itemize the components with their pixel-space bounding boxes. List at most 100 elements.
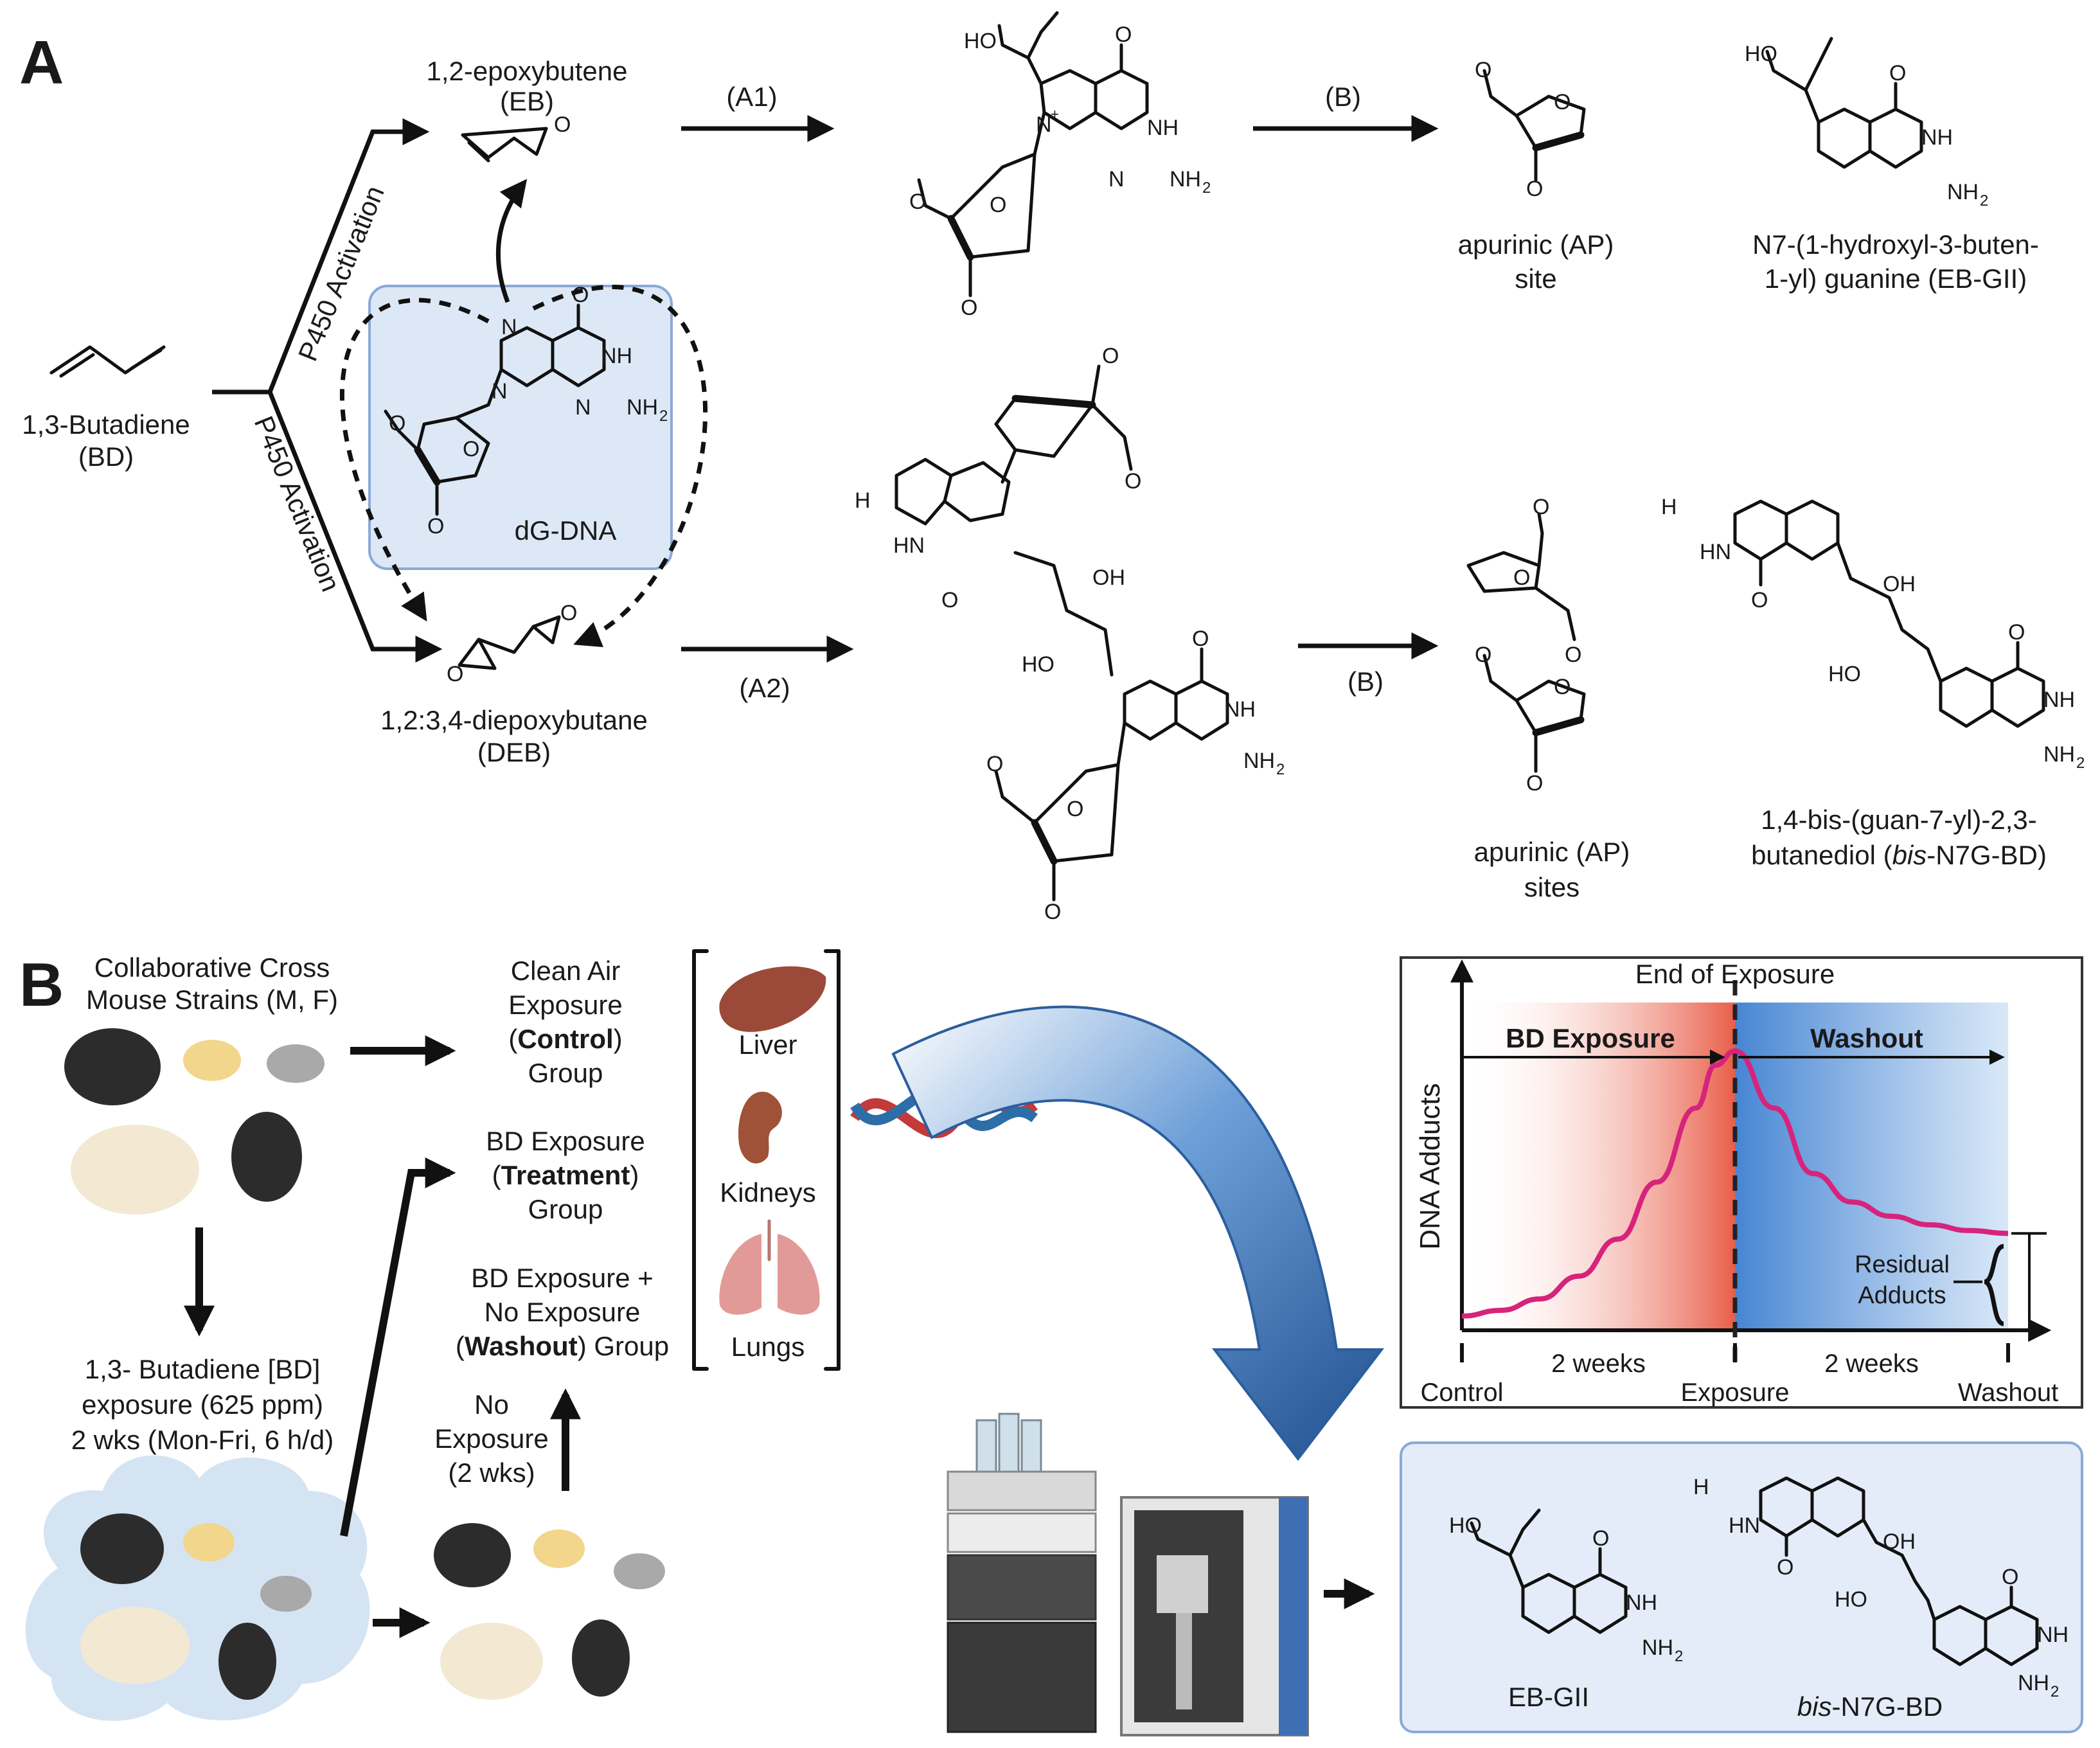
ap-bottom1-o-plus: O — [1513, 566, 1530, 590]
mouse-dark-2 — [231, 1112, 302, 1202]
control-line2: Exposure — [508, 990, 622, 1020]
cl-o-top-5prime: O — [1125, 469, 1141, 494]
dg-dna-box — [368, 285, 673, 570]
prod-bis-nh2: NH — [2018, 1671, 2049, 1695]
bis-nh2: NH — [2043, 742, 2075, 767]
step-b-top: (B) — [1325, 82, 1361, 112]
cl-nh2-bottom: NH — [1243, 749, 1275, 773]
eb-gii-structure — [1765, 37, 1923, 169]
mouse-dark-4 — [218, 1623, 276, 1700]
ap-site-line2: site — [1515, 263, 1556, 294]
treatment-line3: Group — [528, 1194, 603, 1224]
mice-group-washout — [434, 1523, 665, 1700]
deb-oxygen-left: O — [447, 662, 463, 686]
step-a1: (A1) — [726, 82, 777, 112]
cl-bottom-3prime-o: O — [1044, 900, 1061, 924]
residual-brace — [1983, 1244, 2005, 1326]
washout-line2: No Exposure — [485, 1297, 641, 1327]
eb-adduct-intermediate — [917, 11, 1149, 298]
eb-gii-nh: NH — [1921, 125, 1953, 150]
bis-o6-top: O — [1751, 588, 1768, 612]
eb-name: 1,2-epoxybutene — [427, 56, 628, 86]
mouse-tan-3 — [533, 1530, 585, 1568]
deb-name: 1,2:3,4-diepoxybutane — [380, 705, 648, 735]
int1-nh2-sub: 2 — [1202, 179, 1211, 197]
dg-nh: NH — [601, 344, 632, 368]
bis-h2n: H — [1661, 495, 1677, 519]
step-b-bottom: (B) — [1348, 666, 1384, 697]
control-line1: Clean Air — [511, 956, 620, 986]
mouse-grey-2 — [260, 1576, 312, 1612]
residual-label-line2: Adducts — [1858, 1282, 1946, 1309]
int1-sugar-o: O — [990, 193, 1006, 217]
cl-oh-top: OH — [1092, 566, 1125, 590]
dg-to-deb-dashed-right — [532, 285, 707, 647]
lc-ms-instrument — [947, 1413, 1309, 1736]
bis-o6-bottom: O — [2008, 620, 2025, 645]
organ-bracket-left — [692, 949, 709, 1371]
ap-sites-line1: apurinic (AP) — [1474, 837, 1630, 867]
ap-site-line1: apurinic (AP) — [1458, 229, 1614, 260]
mouse-dark-1 — [64, 1028, 161, 1105]
mice-group-cloud — [80, 1513, 312, 1700]
mice-title-line1: Collaborative Cross — [94, 952, 330, 983]
deb-oxygen-right: O — [560, 601, 577, 625]
washout-line3: (Washout) Group — [456, 1331, 669, 1361]
int1-nh: NH — [1147, 116, 1179, 140]
mouse-grey-3 — [614, 1553, 665, 1589]
products-bis-structure — [1759, 1476, 2039, 1666]
prod-bis-ho: HO — [1835, 1587, 1867, 1612]
ap-bottom1-o: O — [1533, 495, 1549, 519]
dg-structure — [384, 303, 606, 516]
dg-to-eb-arrow — [495, 179, 528, 303]
dg-sugar-o: O — [463, 437, 479, 461]
mouse-cream-3 — [440, 1623, 543, 1700]
bis-line2: butanediol (bis-N7G-BD) — [1751, 840, 2047, 870]
eb-gii-nh2-sub: 2 — [1980, 192, 1988, 210]
organ-lungs-label: Lungs — [731, 1332, 805, 1362]
washout-line1: BD Exposure + — [471, 1263, 654, 1293]
liver-icon — [719, 966, 826, 1032]
butadiene-structure — [49, 345, 166, 378]
dg-dna-label: dG-DNA — [515, 515, 617, 546]
exposure-cloud — [25, 1455, 370, 1721]
panel-b-letter: B — [19, 950, 64, 1019]
organ-liver-label: Liver — [738, 1030, 797, 1060]
bis-ho: HO — [1828, 662, 1861, 686]
cl-h2n: H — [855, 488, 871, 513]
int1-ho: HO — [964, 29, 997, 53]
eb-structure — [461, 127, 548, 163]
bis-hn: HN — [1700, 540, 1731, 564]
mouse-dark-5 — [434, 1523, 511, 1587]
prod-bis-o6-top: O — [1777, 1555, 1793, 1580]
eb-oxygen: O — [554, 112, 571, 137]
prod-eb-ho: HO — [1449, 1513, 1482, 1538]
dg-o6: O — [572, 283, 589, 307]
cl-o6-top: O — [941, 588, 958, 612]
cl-o6-bottom: O — [1192, 627, 1209, 651]
products-box — [1400, 1441, 2083, 1733]
ap-top-5prime-o: O — [1475, 58, 1491, 82]
phase-label-washout: Washout — [1810, 1023, 1923, 1053]
cl-ho-bottom: HO — [1022, 652, 1054, 677]
branch-to-deb — [267, 391, 443, 663]
mouse-cream-2 — [80, 1607, 190, 1684]
mouse-tan-2 — [183, 1523, 235, 1562]
int1-5prime-o: O — [909, 190, 926, 214]
prod-bis-hn: HN — [1729, 1513, 1760, 1538]
dg-nh2: NH — [627, 395, 658, 420]
mouse-dark-6 — [572, 1619, 630, 1697]
dg-5prime-o: O — [389, 411, 405, 436]
arrow-to-treatment — [340, 1157, 456, 1537]
lungs-icon — [719, 1219, 820, 1315]
prod-bis-nh2-sub: 2 — [2051, 1683, 2059, 1700]
ap-site-structure — [1482, 69, 1586, 182]
x-tick-label: Exposure — [1681, 1378, 1790, 1407]
eb-gii-nh2: NH — [1947, 180, 1979, 204]
treatment-line2: (Treatment) — [492, 1160, 639, 1190]
cl-bottom-sugar-o: O — [1067, 797, 1083, 821]
cl-nh-bottom: NH — [1224, 697, 1256, 722]
prod-eb-nh: NH — [1626, 1591, 1657, 1615]
